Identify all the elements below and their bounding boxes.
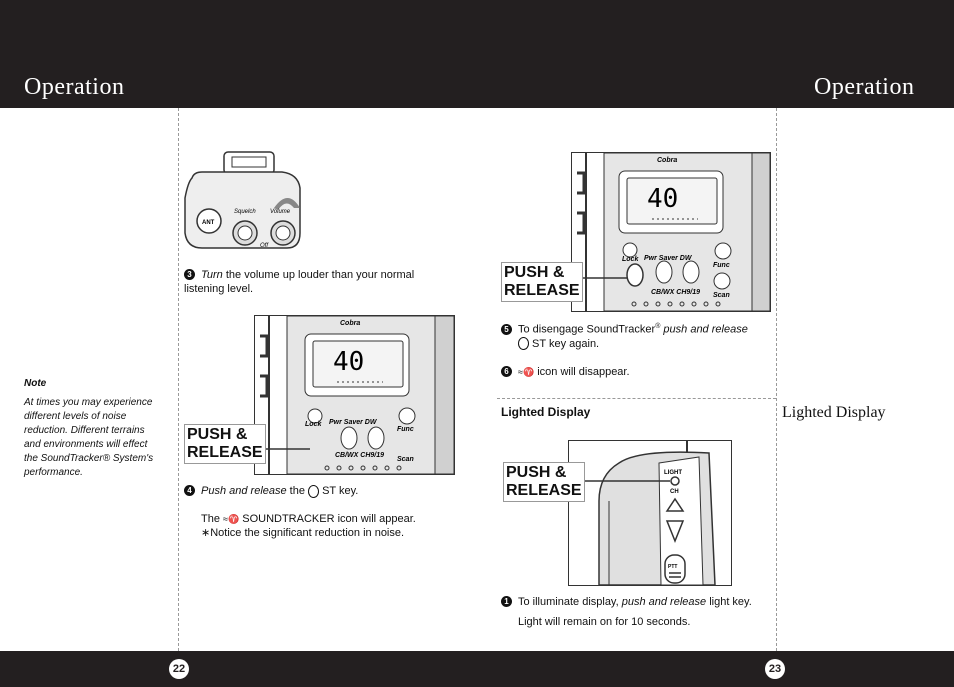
right-page-number: 23: [765, 659, 785, 679]
push-label-line1: PUSH &: [187, 426, 248, 443]
page-header: [0, 0, 954, 108]
scan-label: Scan: [397, 456, 414, 463]
step-5: 5 To disengage SoundTracker® push and rel…: [501, 320, 771, 351]
cbwx-label: CB/WX CH9/19: [651, 289, 700, 296]
step-number: 1: [501, 596, 512, 607]
cobra-logo: Cobra: [340, 320, 360, 327]
st-key-icon: [308, 484, 320, 498]
pwr-saver-label: Pwr Saver DW: [644, 255, 693, 262]
right-column-divider: [776, 108, 777, 651]
cobra-logo: Cobra: [657, 157, 677, 164]
step-6: 6 ≈♈ icon will disappear.: [501, 365, 771, 379]
step-number: 3: [184, 269, 195, 280]
left-page-title: Operation: [24, 74, 125, 100]
ptt-label: PTT: [668, 564, 677, 570]
step-italic: Turn: [201, 269, 223, 281]
push-release-label-left: PUSH &RELEASE: [184, 424, 266, 464]
lock-label: Lock: [305, 421, 322, 428]
step-4-line2: The ≈♈ SOUNDTRACKER icon will appear.: [201, 512, 461, 526]
step-text: SOUNDTRACKER icon will appear.: [239, 513, 416, 525]
volume-knob-illustration: ANT Squelch Volume Off: [184, 151, 301, 249]
func-label: Func: [713, 262, 730, 269]
step-italic: push and release: [621, 596, 707, 608]
channel-display: 40: [333, 347, 364, 377]
push-label-line2: RELEASE: [187, 444, 263, 461]
step-italic: push and release: [660, 323, 748, 336]
step-text: icon will disappear.: [534, 366, 630, 378]
step-number: 6: [501, 366, 512, 377]
squelch-label: Squelch: [234, 209, 256, 215]
step-text: the: [286, 485, 309, 497]
radio-figure-left: Cobra 40 Lock Pwr Saver DW Func CB/WX CH…: [254, 315, 455, 475]
step-text: The: [201, 513, 224, 525]
pwr-saver-label: Pwr Saver DW: [329, 419, 378, 426]
note-title: Note: [24, 378, 47, 389]
off-label: Off: [260, 243, 269, 249]
channel-display: 40: [647, 184, 678, 214]
volume-label: Volume: [270, 209, 291, 215]
push-label-line2: RELEASE: [504, 282, 580, 299]
lock-label: Lock: [622, 256, 639, 263]
step-text: To disengage SoundTracker: [518, 323, 656, 336]
step-1: 1 To illuminate display, push and release…: [501, 595, 776, 609]
step-text: ST key.: [319, 485, 359, 497]
ch-label: CH: [670, 489, 679, 495]
step-text: the volume up louder than your normal li…: [184, 269, 415, 295]
push-release-label-light: PUSH &RELEASE: [503, 462, 585, 502]
step-italic: Push and release: [201, 485, 287, 497]
section-divider: [497, 398, 776, 399]
step-3: 3 Turn the volume up louder than your nor…: [184, 268, 454, 296]
step-number: 4: [184, 485, 195, 496]
light-key-figure: LIGHT CH PTT: [568, 440, 732, 586]
step-1-line2: Light will remain on for 10 seconds.: [518, 616, 691, 628]
push-label-line1: PUSH &: [504, 264, 565, 281]
note-body: At times you may experience different le…: [24, 397, 154, 478]
push-label-line1: PUSH &: [506, 464, 567, 481]
step-number: 5: [501, 323, 512, 335]
soundtracker-icon: ≈♈: [223, 514, 240, 525]
left-column-divider: [178, 108, 179, 651]
func-label: Func: [397, 426, 414, 433]
push-release-label-right: PUSH &RELEASE: [501, 262, 583, 302]
step-text: To illuminate display,: [518, 596, 622, 608]
step-4: 4 Push and release the ST key.: [184, 484, 454, 498]
push-label-line2: RELEASE: [506, 482, 582, 499]
lighted-display-side-heading: Lighted Display: [782, 404, 886, 421]
light-label: LIGHT: [664, 470, 682, 476]
st-key-icon: [518, 337, 529, 351]
radio-figure-right: Cobra 40 Lock Pwr Saver DW Func CB/WX CH…: [571, 152, 771, 312]
registered-mark: ®: [655, 323, 661, 330]
scan-label: Scan: [713, 292, 730, 299]
page-footer: [0, 651, 954, 687]
step-text: light key.: [706, 596, 752, 608]
left-page-number: 22: [169, 659, 189, 679]
ant-label: ANT: [202, 220, 215, 226]
right-page-title: Operation: [814, 74, 915, 100]
cbwx-label: CB/WX CH9/19: [335, 452, 384, 459]
lighted-display-heading: Lighted Display: [501, 405, 591, 419]
soundtracker-icon: ≈♈: [518, 367, 535, 378]
step-text: ST key again.: [529, 337, 600, 350]
step-4-line3: ∗Notice the significant reduction in noi…: [201, 527, 405, 539]
